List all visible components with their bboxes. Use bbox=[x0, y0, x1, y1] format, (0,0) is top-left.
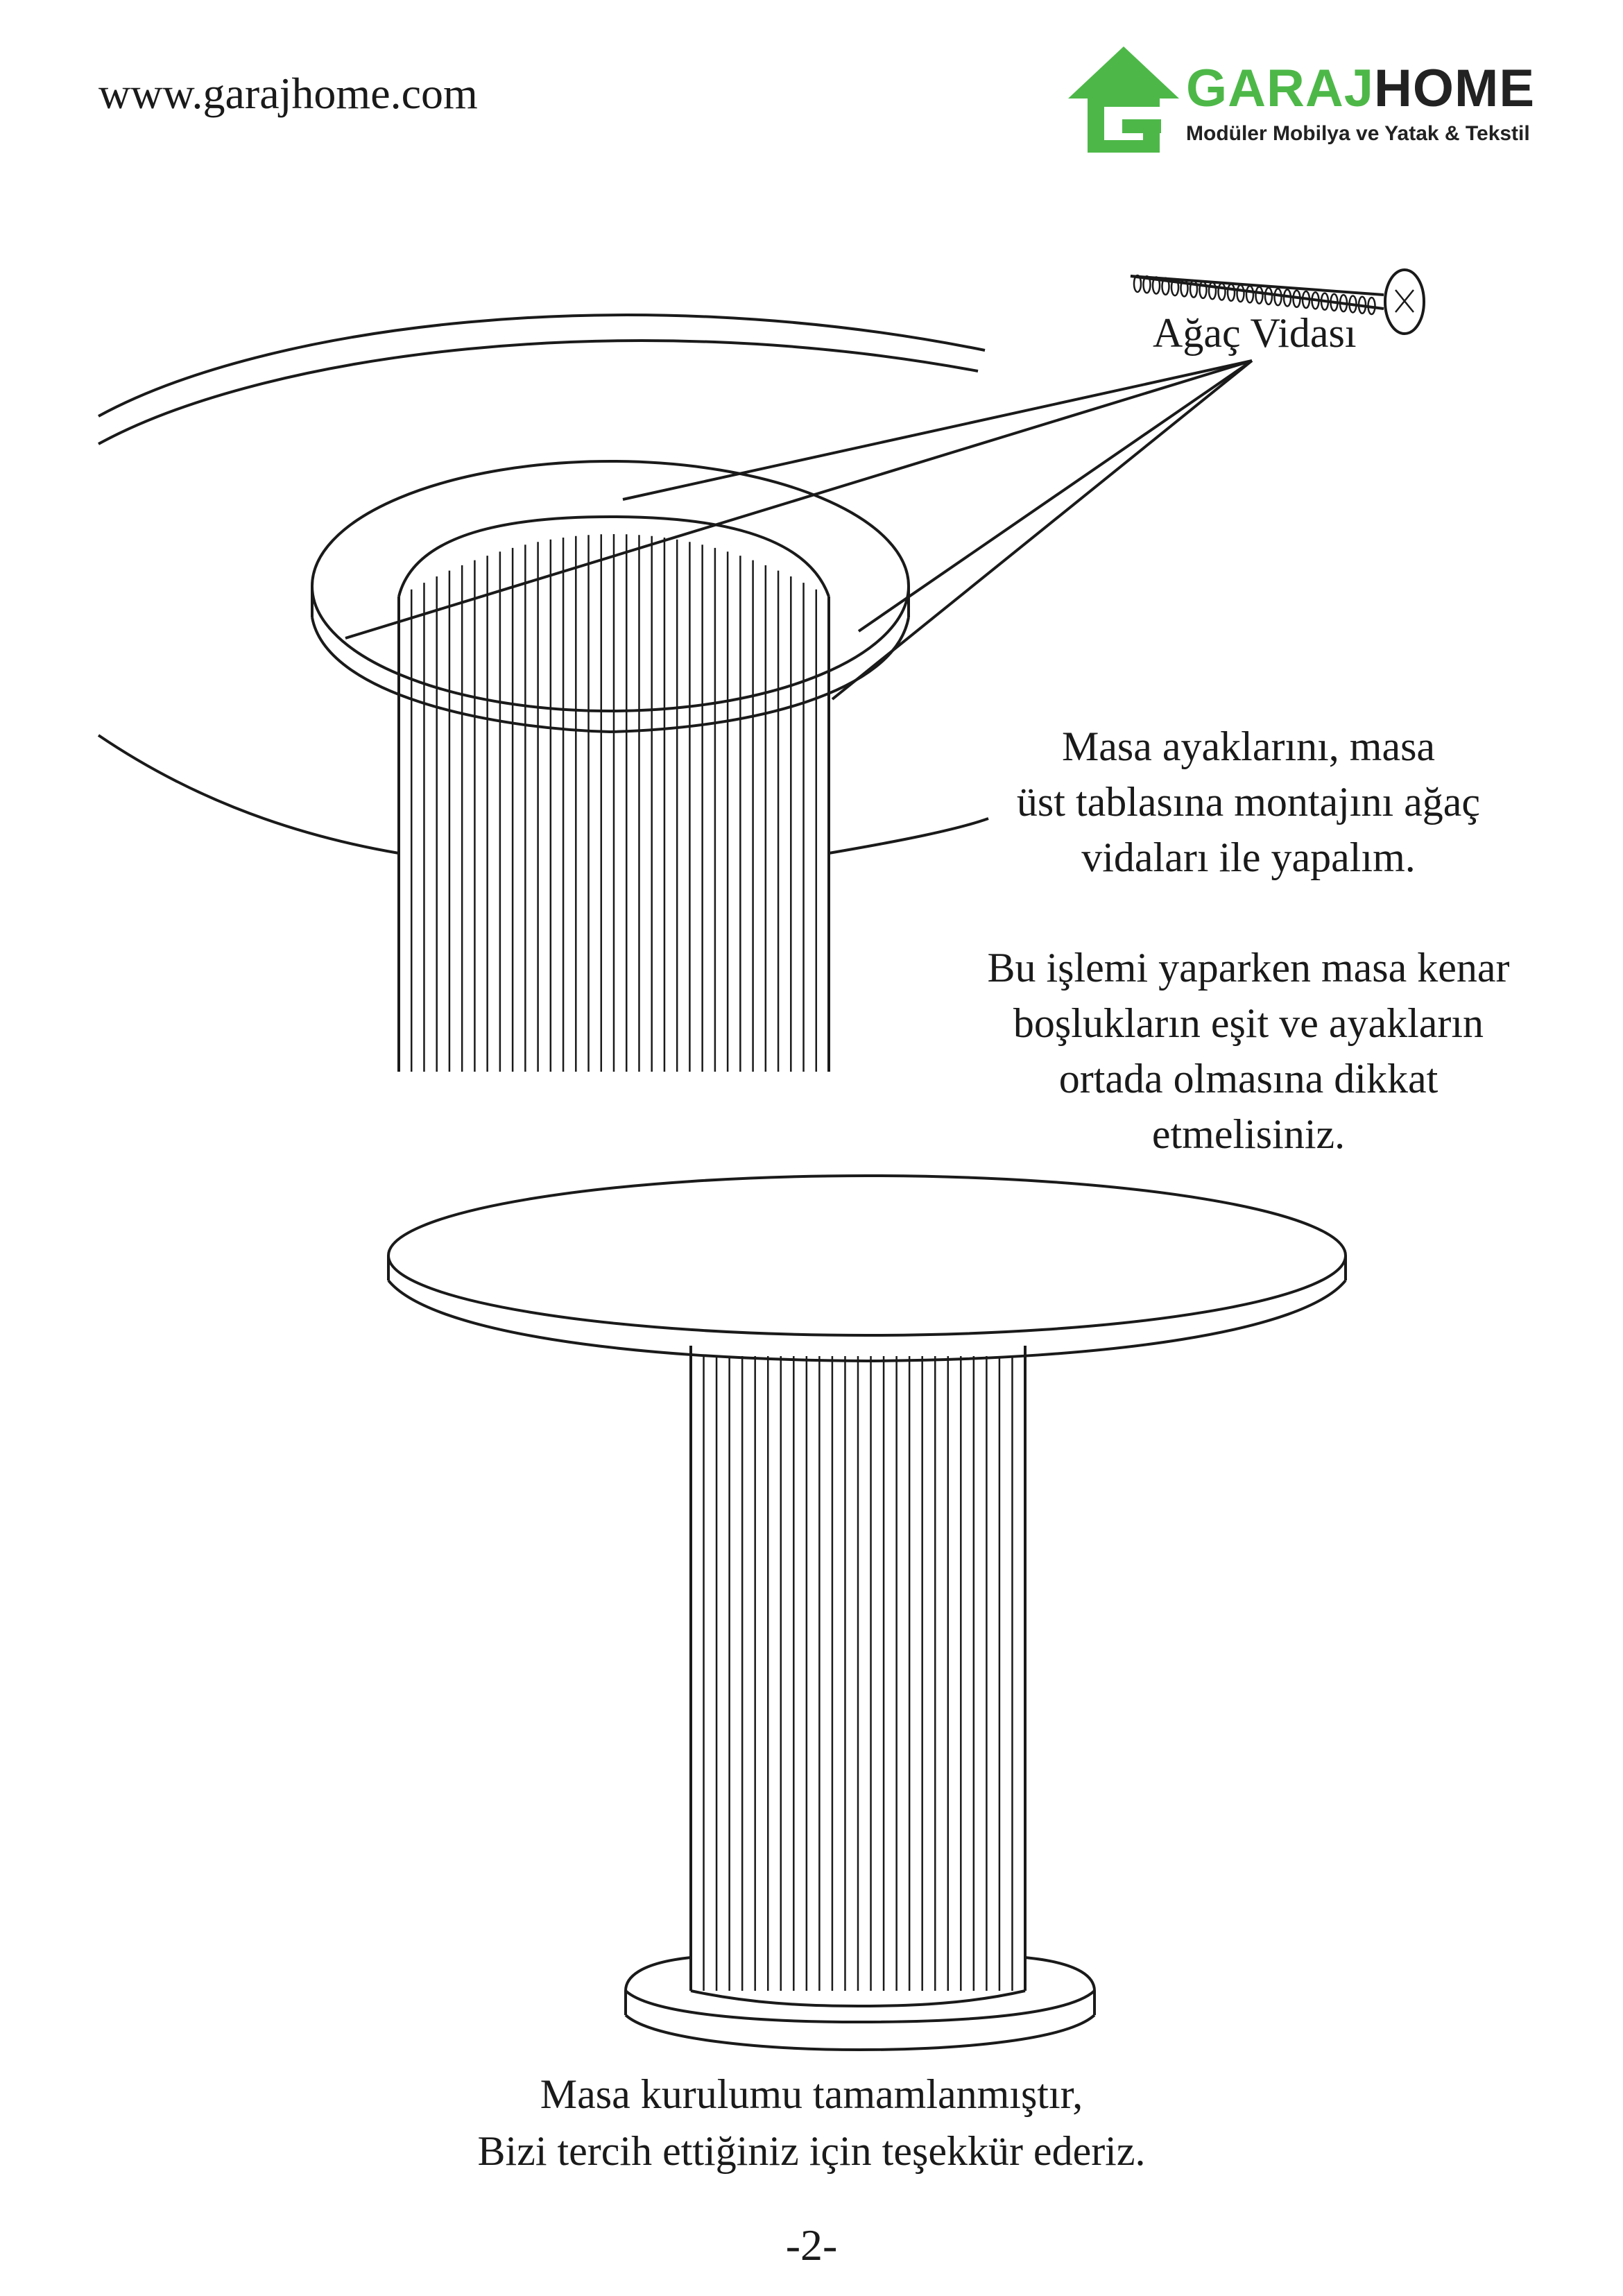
screw-thread bbox=[1226, 283, 1236, 302]
closing-message: Masa kurulumu tamamlanmıştır, Bizi terci… bbox=[277, 2066, 1346, 2179]
instruction-step2-line: etmelisiniz. bbox=[1151, 1111, 1346, 1157]
instruction-step2-line: ortada olmasına dikkat bbox=[1058, 1056, 1439, 1102]
instruction-step1-line: Masa ayaklarını, masa bbox=[1061, 723, 1436, 769]
wood-screw-icon bbox=[1130, 268, 1425, 335]
closing-line: Bizi tercih ettiğiniz için teşekkür eder… bbox=[477, 2128, 1146, 2174]
instruction-step2-line: boşlukların eşit ve ayakların bbox=[1013, 1000, 1484, 1046]
screw-thread bbox=[1367, 296, 1376, 316]
screw-thread bbox=[1133, 274, 1142, 293]
garajhome-logo-icon bbox=[1068, 46, 1179, 153]
screw-thread bbox=[1264, 286, 1273, 306]
screw-thread bbox=[1273, 287, 1282, 307]
instruction-step2-line: Bu işlemi yaparken masa kenar bbox=[987, 945, 1510, 991]
screw-thread bbox=[1189, 280, 1199, 298]
screw-thread bbox=[1330, 293, 1339, 312]
assembled-table-drawing bbox=[387, 1174, 1347, 2052]
brand-tagline: Modüler Mobilya ve Yatak & Tekstil bbox=[1186, 122, 1530, 145]
screw-thread bbox=[1199, 280, 1208, 300]
brand-name-part2: HOME bbox=[1374, 59, 1536, 118]
screw-thread bbox=[1311, 291, 1320, 310]
screw-thread bbox=[1255, 286, 1264, 305]
screw-thread bbox=[1245, 285, 1255, 304]
screw-thread bbox=[1180, 279, 1189, 298]
screw-thread bbox=[1292, 289, 1301, 309]
screw-thread bbox=[1142, 275, 1151, 294]
screw-thread bbox=[1301, 290, 1311, 309]
instruction-step2: Bu işlemi yaparken masa kenar boşlukları… bbox=[943, 940, 1554, 1162]
screw-label: Ağaç Vidası bbox=[1153, 310, 1357, 356]
screw-pointer-lines bbox=[345, 359, 1253, 701]
screw-thread bbox=[1161, 277, 1170, 296]
brand-name: GARAJHOME bbox=[1186, 62, 1535, 115]
website-url: www.garajhome.com bbox=[98, 69, 478, 118]
screw-thread bbox=[1348, 295, 1357, 314]
screw-thread bbox=[1282, 289, 1292, 307]
screw-thread bbox=[1151, 276, 1161, 295]
screw-thread bbox=[1217, 282, 1226, 301]
instruction-step1: Masa ayaklarını, masa üst tablasına mont… bbox=[943, 719, 1554, 885]
screw-thread bbox=[1170, 277, 1180, 297]
screw-thread bbox=[1236, 284, 1245, 303]
mounting-plate-drawing bbox=[311, 460, 910, 734]
screw-thread bbox=[1357, 295, 1367, 314]
fluted-leg-top-drawing bbox=[397, 515, 830, 1072]
instruction-step1-line: vidaları ile yapalım. bbox=[1081, 834, 1416, 880]
closing-line: Masa kurulumu tamamlanmıştır, bbox=[540, 2071, 1083, 2117]
tabletop-underside-drawing bbox=[97, 314, 989, 855]
screw-thread bbox=[1208, 281, 1217, 300]
brand-name-part1: GARAJ bbox=[1186, 59, 1375, 118]
screw-thread bbox=[1320, 292, 1330, 311]
screw-thread bbox=[1339, 293, 1348, 313]
instruction-step1-line: üst tablasına montajını ağaç bbox=[1016, 779, 1481, 825]
page-number: -2- bbox=[785, 2220, 838, 2270]
